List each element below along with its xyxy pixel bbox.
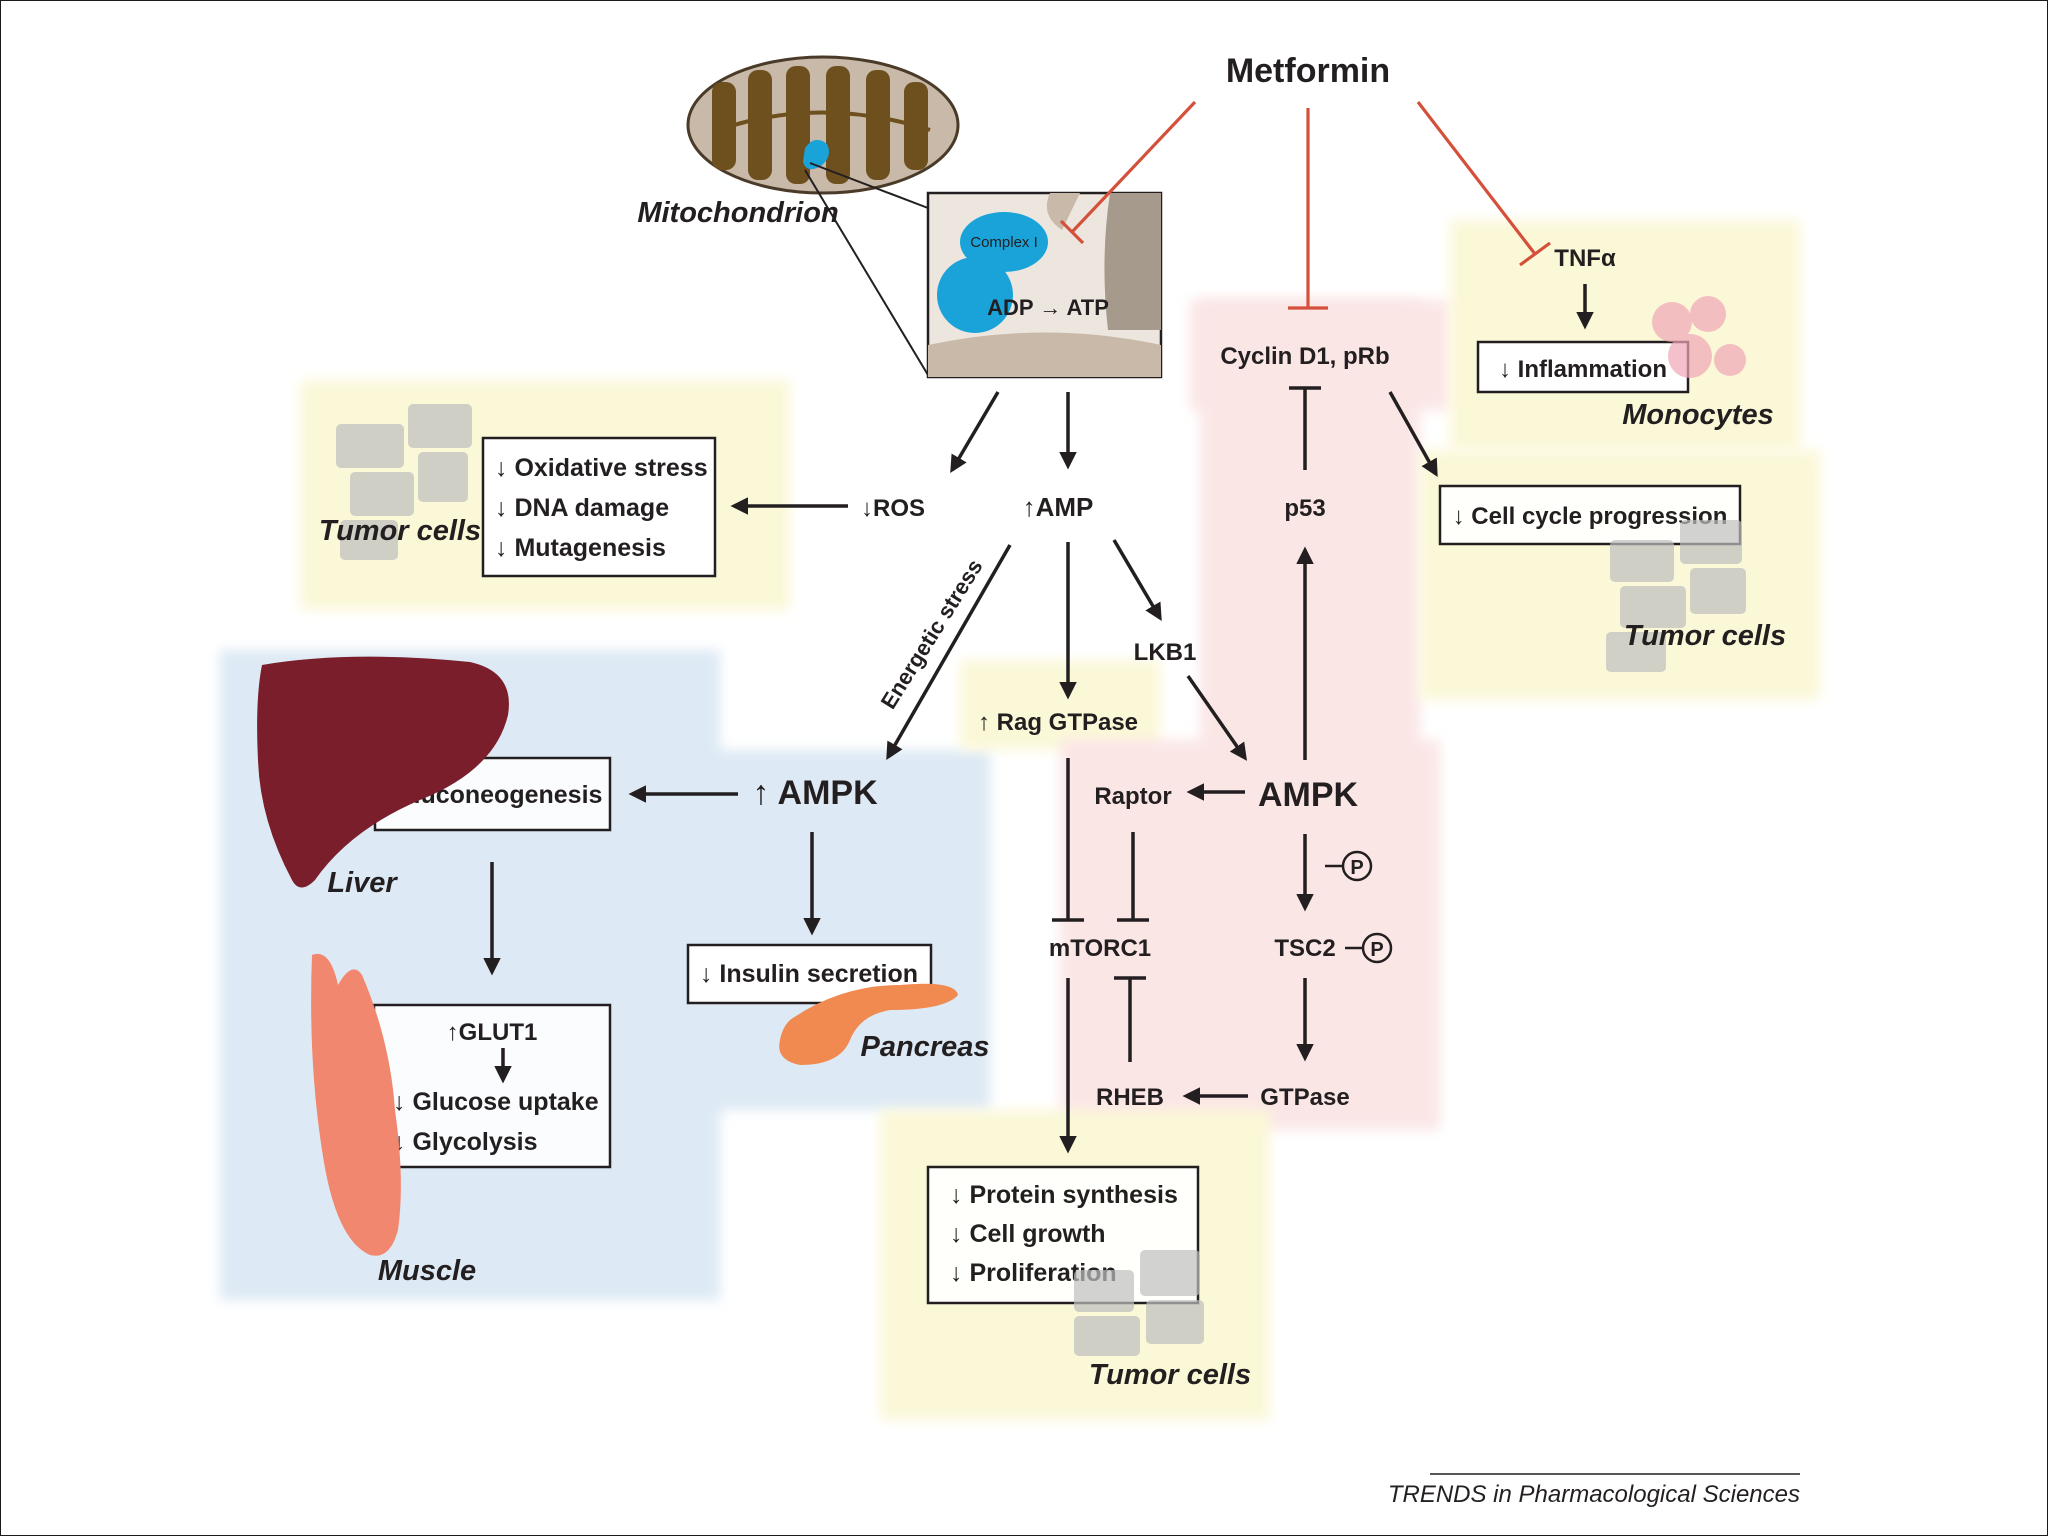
tumor-cells-icon-1 (336, 404, 472, 560)
arrow-cyclin-to-cellcycle (1388, 391, 1438, 478)
muscle-icon (311, 953, 401, 1256)
inhibit-metformin-to-cyclin (1288, 108, 1328, 310)
ros-node: ↓ROS (861, 495, 925, 522)
tumor-top-line-1: ↓ Oxidative stress (495, 454, 708, 482)
inhibit-p53-to-cyclin (1289, 386, 1321, 470)
mitochondrion-label: Mitochondrion (637, 197, 838, 229)
ampk-left-node: ↑ AMPK (752, 774, 878, 812)
inhibit-rheb-to-mtorc1 (1114, 976, 1146, 1062)
region-rag-yellow (960, 660, 1160, 750)
tumor-cells-label-3: Tumor cells (1089, 1359, 1251, 1391)
tumor-top-line-3: ↓ Mutagenesis (495, 534, 666, 562)
liver-icon (257, 656, 509, 888)
arrow-zoom-to-ros (950, 391, 1000, 474)
arrow-lkb1-to-ampk (1186, 675, 1247, 761)
tumor-cells-icon-3 (1074, 1250, 1204, 1356)
p53-node: p53 (1284, 495, 1325, 522)
inhibit-raptor-to-mtorc1 (1117, 832, 1149, 922)
rag-gtpase-node: ↑ Rag GTPase (978, 709, 1138, 736)
tumor-cells-label-2: Tumor cells (1624, 620, 1786, 652)
amp-node: ↑AMP (1023, 492, 1094, 522)
credit-text: TRENDS in Pharmacological Sciences (1388, 1481, 1800, 1508)
protein-line-1: ↓ Protein synthesis (950, 1181, 1178, 1209)
gtpase-node: GTPase (1260, 1084, 1349, 1111)
tumor-top-box (481, 436, 717, 578)
muscle-label: Muscle (378, 1255, 476, 1287)
phospho-label-2: P (1370, 939, 1383, 961)
liver-label: Liver (327, 867, 398, 899)
rheb-node: RHEB (1096, 1084, 1164, 1111)
metformin-label: Metformin (1226, 52, 1390, 90)
phospho-label-1: P (1350, 857, 1363, 879)
insulin-text: ↓ Insulin secretion (700, 960, 918, 988)
inflammation-box (1476, 340, 1690, 394)
mitochondrion-icon (686, 55, 960, 195)
phospho-marker-1: P (1325, 850, 1373, 882)
cyclin-node: Cyclin D1, pRb (1220, 343, 1389, 370)
phospho-marker-2: P (1345, 932, 1393, 964)
monocytes-icon (1652, 296, 1746, 378)
tumor-cells-label-1: Tumor cells (319, 515, 481, 547)
tumor-top-line-2: ↓ DNA damage (495, 494, 669, 522)
inflammation-text: ↓ Inflammation (1499, 356, 1667, 383)
arrow-amp-to-lkb1 (1112, 539, 1162, 622)
region-cyclin-pink (1190, 300, 1450, 410)
pancreas-label: Pancreas (861, 1031, 990, 1063)
tumor-cells-icon-2 (1606, 520, 1746, 672)
adp-atp-label: ADP → ATP (987, 295, 1109, 320)
raptor-node: Raptor (1094, 783, 1171, 810)
tnfa-node: TNFα (1554, 245, 1616, 272)
inhibit-metformin-to-complex1 (1059, 100, 1197, 245)
muscle-line-2: ↓ Glucose uptake (393, 1088, 599, 1116)
ampk-right-node: AMPK (1258, 776, 1359, 814)
pancreas-icon (779, 983, 958, 1065)
arrow-amp-to-ampk-left (886, 544, 1012, 761)
mtorc1-node: mTORC1 (1049, 935, 1151, 962)
lkb1-node: LKB1 (1134, 639, 1197, 666)
tsc2-node: TSC2 (1274, 935, 1335, 962)
monocytes-label: Monocytes (1622, 399, 1773, 431)
complex1-label: Complex I (970, 234, 1038, 251)
muscle-line-1: ↑GLUT1 (447, 1019, 538, 1046)
muscle-line-3: ↓ Glycolysis (393, 1128, 538, 1156)
complex1-zoom-box (926, 191, 1163, 379)
muscle-box (372, 1003, 612, 1169)
protein-line-2: ↓ Cell growth (950, 1220, 1106, 1248)
region-monocyte-yellow (1450, 220, 1800, 450)
inhibit-metformin-to-tnfa (1416, 101, 1551, 267)
inhibit-rag-to-mtorc1 (1052, 758, 1084, 922)
